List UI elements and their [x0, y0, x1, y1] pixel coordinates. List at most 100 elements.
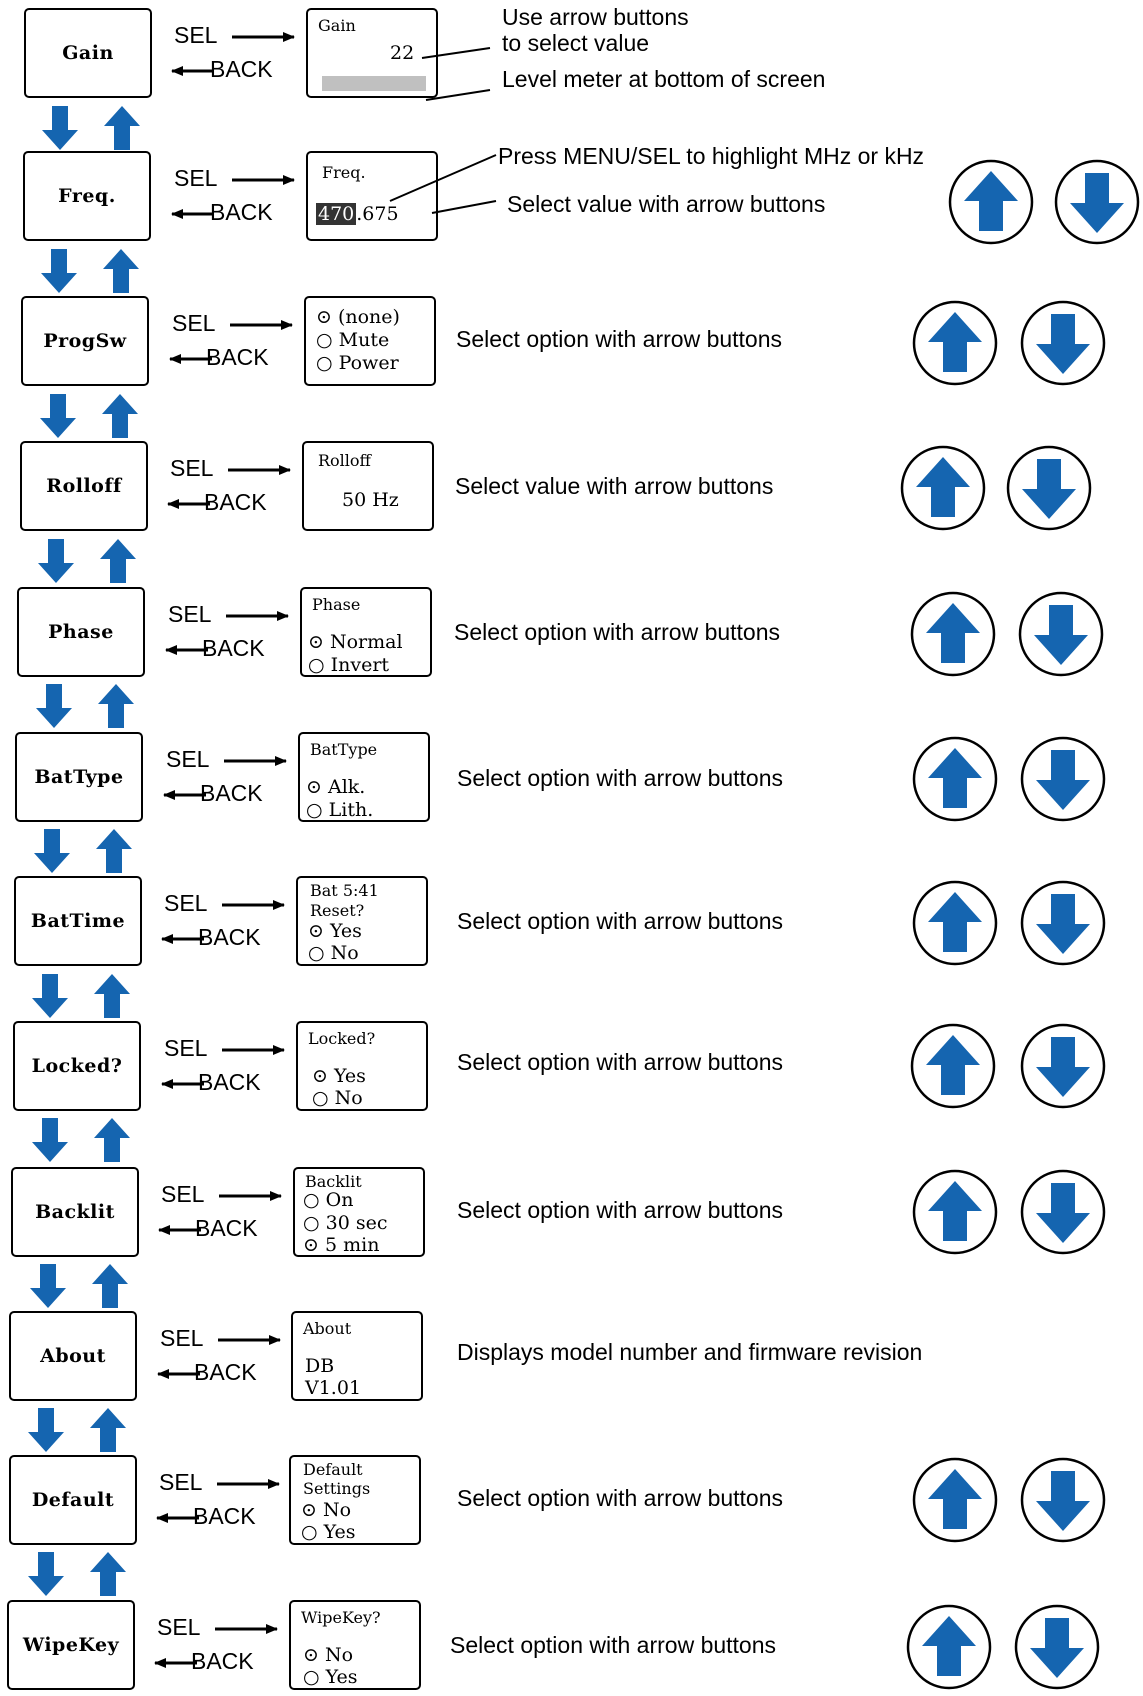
back-arrow-icon — [171, 209, 214, 219]
note-line: to select value — [502, 30, 650, 56]
annotation-line — [389, 154, 497, 214]
note-line: Use arrow buttons — [502, 4, 689, 30]
sel-arrow-icon — [228, 465, 291, 475]
back-label: BACK — [194, 1359, 257, 1385]
menu-item-label: Phase — [48, 621, 114, 643]
radio-option: ⊙ 5 min — [303, 1234, 380, 1256]
menu-row-progsw: ProgSw SEL BACK ⊙ (none) ○ Mute ○ Power … — [0, 296, 1143, 392]
radio-option: ○ On — [303, 1189, 354, 1211]
menu-item-label: ProgSw — [43, 330, 127, 352]
menu-item-battype[interactable]: BatType — [15, 732, 143, 822]
lcd-screen: WipeKey? ⊙ No ○ Yes — [289, 1600, 421, 1690]
menu-item-locked[interactable]: Locked? — [13, 1021, 141, 1111]
sel-label: SEL — [168, 601, 212, 627]
sel-arrow-icon — [224, 756, 287, 766]
back-arrow-icon — [163, 790, 206, 800]
desc-text: Select option with arrow buttons — [457, 1485, 784, 1511]
lcd-screen: Rolloff 50 Hz — [302, 441, 434, 531]
lcd-screen: Gain 22 — [306, 8, 438, 98]
desc-text: Displays model number and firmware revis… — [457, 1339, 923, 1365]
menu-item-backlit[interactable]: Backlit — [11, 1167, 139, 1257]
menu-item-progsw[interactable]: ProgSw — [21, 296, 149, 386]
menu-row-phase: Phase SEL BACK Phase ⊙ Normal ○ Invert S… — [0, 587, 1143, 683]
arrow-down-button-icon — [1020, 1457, 1106, 1543]
sel-arrow-icon — [222, 900, 285, 910]
menu-item-gain[interactable]: Gain — [24, 8, 152, 98]
back-arrow-icon — [167, 499, 210, 509]
nav-up-down-icon — [24, 1550, 134, 1598]
freq-mhz-highlight: 470 — [316, 203, 357, 225]
menu-item-label: Freq. — [58, 185, 116, 207]
back-label: BACK — [210, 56, 273, 82]
radio-option: ○ No — [308, 942, 359, 964]
lcd-title: Gain — [318, 16, 356, 35]
arrow-up-button-icon — [906, 1604, 992, 1690]
sel-label: SEL — [164, 1035, 208, 1061]
arrow-up-button-icon — [912, 736, 998, 822]
radio-option: ⊙ No — [301, 1499, 352, 1521]
arrow-down-button-icon — [1054, 159, 1140, 245]
menu-item-label: WipeKey — [22, 1634, 120, 1656]
lcd-screen: BatType ⊙ Alk. ○ Lith. — [298, 732, 430, 822]
desc-text: Select option with arrow buttons — [454, 619, 781, 645]
sel-label: SEL — [157, 1614, 201, 1640]
arrow-up-button-icon — [910, 1023, 996, 1109]
menu-item-label: Rolloff — [46, 475, 122, 497]
sel-label: SEL — [159, 1469, 203, 1495]
nav-up-down-icon — [28, 1116, 138, 1164]
nav-up-down-icon — [26, 1262, 136, 1310]
menu-row-battype: BatType SEL BACK BatType ⊙ Alk. ○ Lith. … — [0, 732, 1143, 828]
lcd-screen: Backlit ○ On ○ 30 sec ⊙ 5 min — [293, 1167, 425, 1257]
back-label: BACK — [210, 199, 273, 225]
lcd-screen: Phase ⊙ Normal ○ Invert — [300, 587, 432, 677]
menu-item-wipekey[interactable]: WipeKey — [7, 1600, 135, 1690]
lcd-line: V1.01 — [305, 1377, 362, 1399]
lcd-screen: About DB V1.01 — [291, 1311, 423, 1401]
menu-item-rolloff[interactable]: Rolloff — [20, 441, 148, 531]
menu-row-freq: Freq. SEL BACK Freq. 470.675 Press MENU/… — [0, 143, 1143, 247]
desc-text: Select option with arrow buttons — [457, 908, 784, 934]
menu-item-label: Gain — [62, 42, 114, 64]
arrow-down-button-icon — [1020, 1023, 1106, 1109]
menu-row-default: Default SEL BACK Default Settings ⊙ No ○… — [0, 1455, 1143, 1551]
menu-item-about[interactable]: About — [9, 1311, 137, 1401]
menu-item-phase[interactable]: Phase — [17, 587, 145, 677]
arrow-up-button-icon — [912, 880, 998, 966]
lcd-value: 22 — [390, 42, 415, 64]
radio-option: ⊙ Yes — [308, 920, 362, 942]
arrow-up-button-icon — [912, 1457, 998, 1543]
radio-option: ⊙ Normal — [308, 631, 403, 653]
radio-option: ○ Mute — [316, 329, 390, 351]
desc-text: Select option with arrow buttons — [456, 326, 783, 352]
menu-item-freq[interactable]: Freq. — [23, 151, 151, 241]
back-arrow-icon — [171, 66, 214, 76]
annotation-line — [421, 47, 491, 101]
back-arrow-icon — [161, 934, 204, 944]
arrow-down-button-icon — [1020, 300, 1106, 386]
lcd-title: Backlit — [305, 1172, 362, 1191]
radio-option: ⊙ No — [303, 1644, 354, 1666]
lcd-title: Rolloff — [318, 451, 371, 470]
radio-option: ⊙ Alk. — [306, 776, 366, 798]
lcd-title: Bat 5:41 — [310, 881, 379, 900]
desc-text: Select option with arrow buttons — [457, 1049, 784, 1075]
sel-arrow-icon — [226, 611, 289, 621]
menu-row-locked: Locked? SEL BACK Locked? ⊙ Yes ○ No Sele… — [0, 1021, 1143, 1117]
menu-row-rolloff: Rolloff SEL BACK Rolloff 50 Hz Select va… — [0, 441, 1143, 537]
sel-label: SEL — [172, 310, 216, 336]
menu-item-default[interactable]: Default — [9, 1455, 137, 1545]
nav-up-down-icon — [36, 392, 146, 440]
lcd-title: Locked? — [308, 1029, 376, 1048]
menu-row-about: About SEL BACK About DB V1.01 Displays m… — [0, 1311, 1143, 1407]
menu-item-battime[interactable]: BatTime — [14, 876, 142, 966]
sel-arrow-icon — [232, 175, 295, 185]
back-arrow-icon — [154, 1658, 197, 1668]
back-arrow-icon — [165, 645, 208, 655]
lcd-title: WipeKey? — [301, 1608, 381, 1627]
lcd-line: DB — [305, 1355, 335, 1377]
menu-item-label: Locked? — [31, 1055, 123, 1077]
back-arrow-icon — [158, 1225, 201, 1235]
radio-option: ○ Lith. — [306, 799, 374, 821]
menu-item-label: About — [40, 1345, 106, 1367]
back-arrow-icon — [156, 1513, 199, 1523]
